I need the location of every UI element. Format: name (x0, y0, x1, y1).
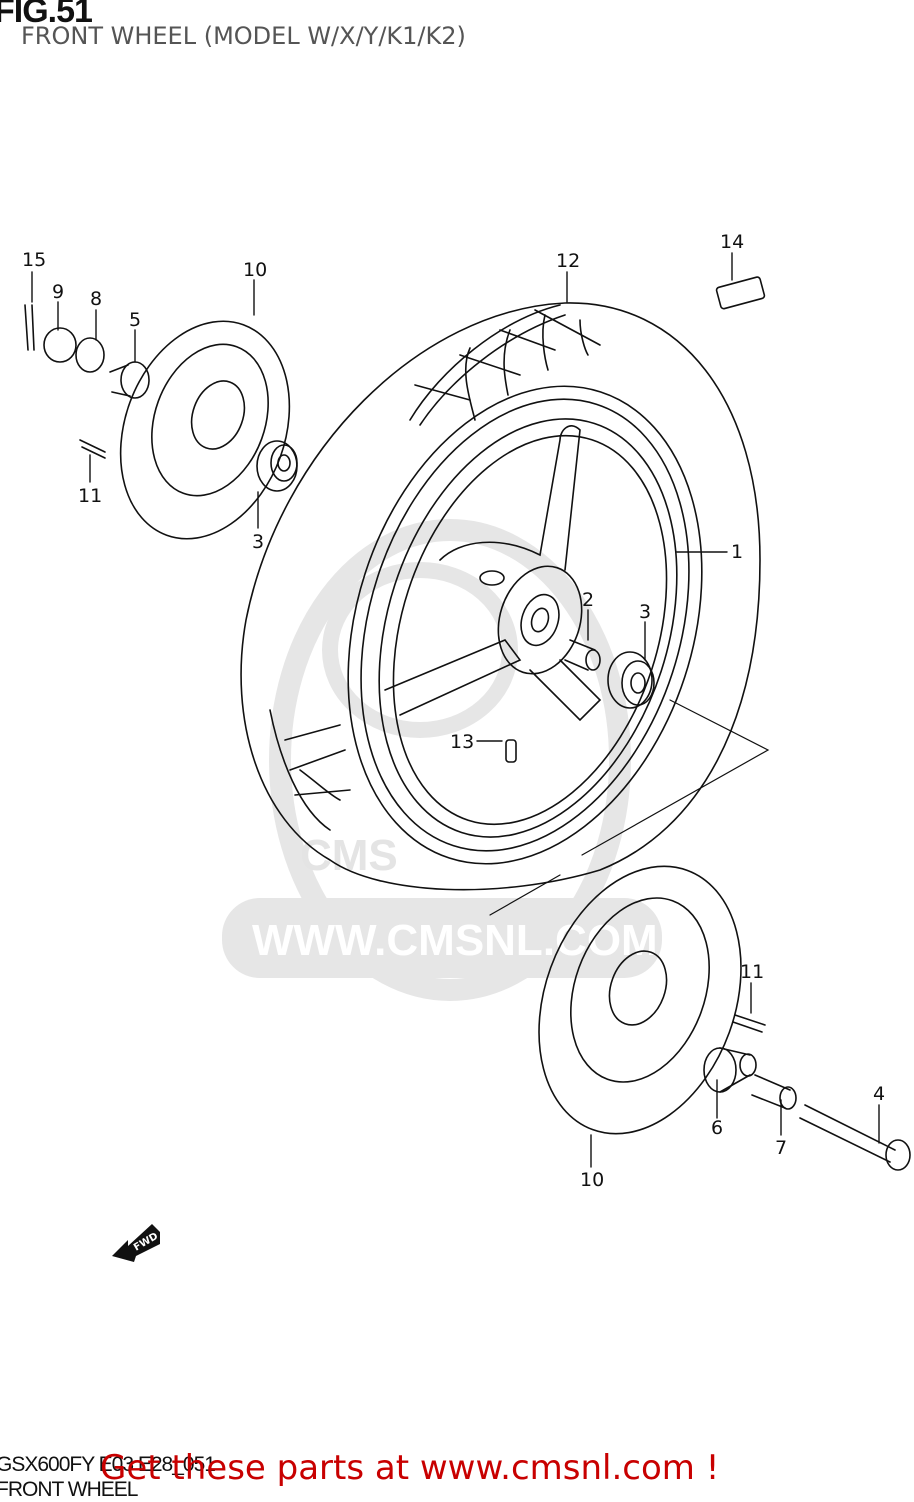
callout-9: 9 (52, 281, 64, 303)
brake-disc-left (119, 320, 291, 540)
figure-title: FRONT WHEEL (MODEL W/X/Y/K1/K2) (21, 22, 466, 50)
watermark-logo: CMS (300, 831, 398, 880)
collar-left (109, 361, 150, 399)
disc-bolt-left (79, 439, 106, 459)
section-name: FRONT WHEEL (0, 1478, 138, 1501)
bearing-left (256, 440, 298, 492)
callout-12: 12 (556, 250, 580, 272)
callout-3: 3 (252, 531, 264, 553)
brake-disc-right (538, 865, 742, 1135)
fwd-direction-icon: FWD (112, 1224, 160, 1262)
callout-2: 2 (582, 589, 594, 611)
washer (75, 337, 105, 373)
figure-number: FIG.51 (0, 0, 93, 30)
callout-3b: 3 (639, 601, 651, 623)
callout-4: 4 (873, 1083, 885, 1105)
spacer-right (751, 1074, 797, 1110)
callout-7: 7 (775, 1137, 787, 1159)
model-code: GSX600FY E03 E28_051 (0, 1453, 216, 1476)
promo-link[interactable]: Get these parts at www.cmsnl.com ! (100, 1448, 720, 1488)
front-axle (799, 1104, 911, 1171)
leader-lines (31, 252, 880, 1168)
disc-bolt-right (732, 1014, 766, 1033)
wheel-rim (347, 385, 703, 865)
bearing-right (607, 651, 655, 709)
cotter-pin (24, 304, 35, 351)
callout-1: 1 (731, 541, 743, 563)
callout-5: 5 (129, 309, 141, 331)
callout-8: 8 (90, 288, 102, 310)
watermark: CMS WWW.CMSNL.COM (222, 519, 662, 1001)
callout-6: 6 (711, 1117, 723, 1139)
callouts: 15 9 8 5 10 11 3 12 14 1 2 3 13 11 4 6 7… (22, 231, 885, 1191)
watermark-url: WWW.CMSNL.COM (252, 916, 658, 965)
callout-14: 14 (720, 231, 744, 253)
callout-10b: 10 (580, 1169, 604, 1191)
callout-11: 11 (78, 485, 102, 507)
callout-15: 15 (22, 249, 46, 271)
axle-nut (43, 327, 77, 363)
callout-11b: 11 (740, 961, 764, 983)
tyre (240, 302, 761, 891)
balance-weight (715, 276, 766, 310)
callout-10: 10 (243, 259, 267, 281)
collar-right (703, 1047, 757, 1093)
callout-13: 13 (450, 731, 474, 753)
